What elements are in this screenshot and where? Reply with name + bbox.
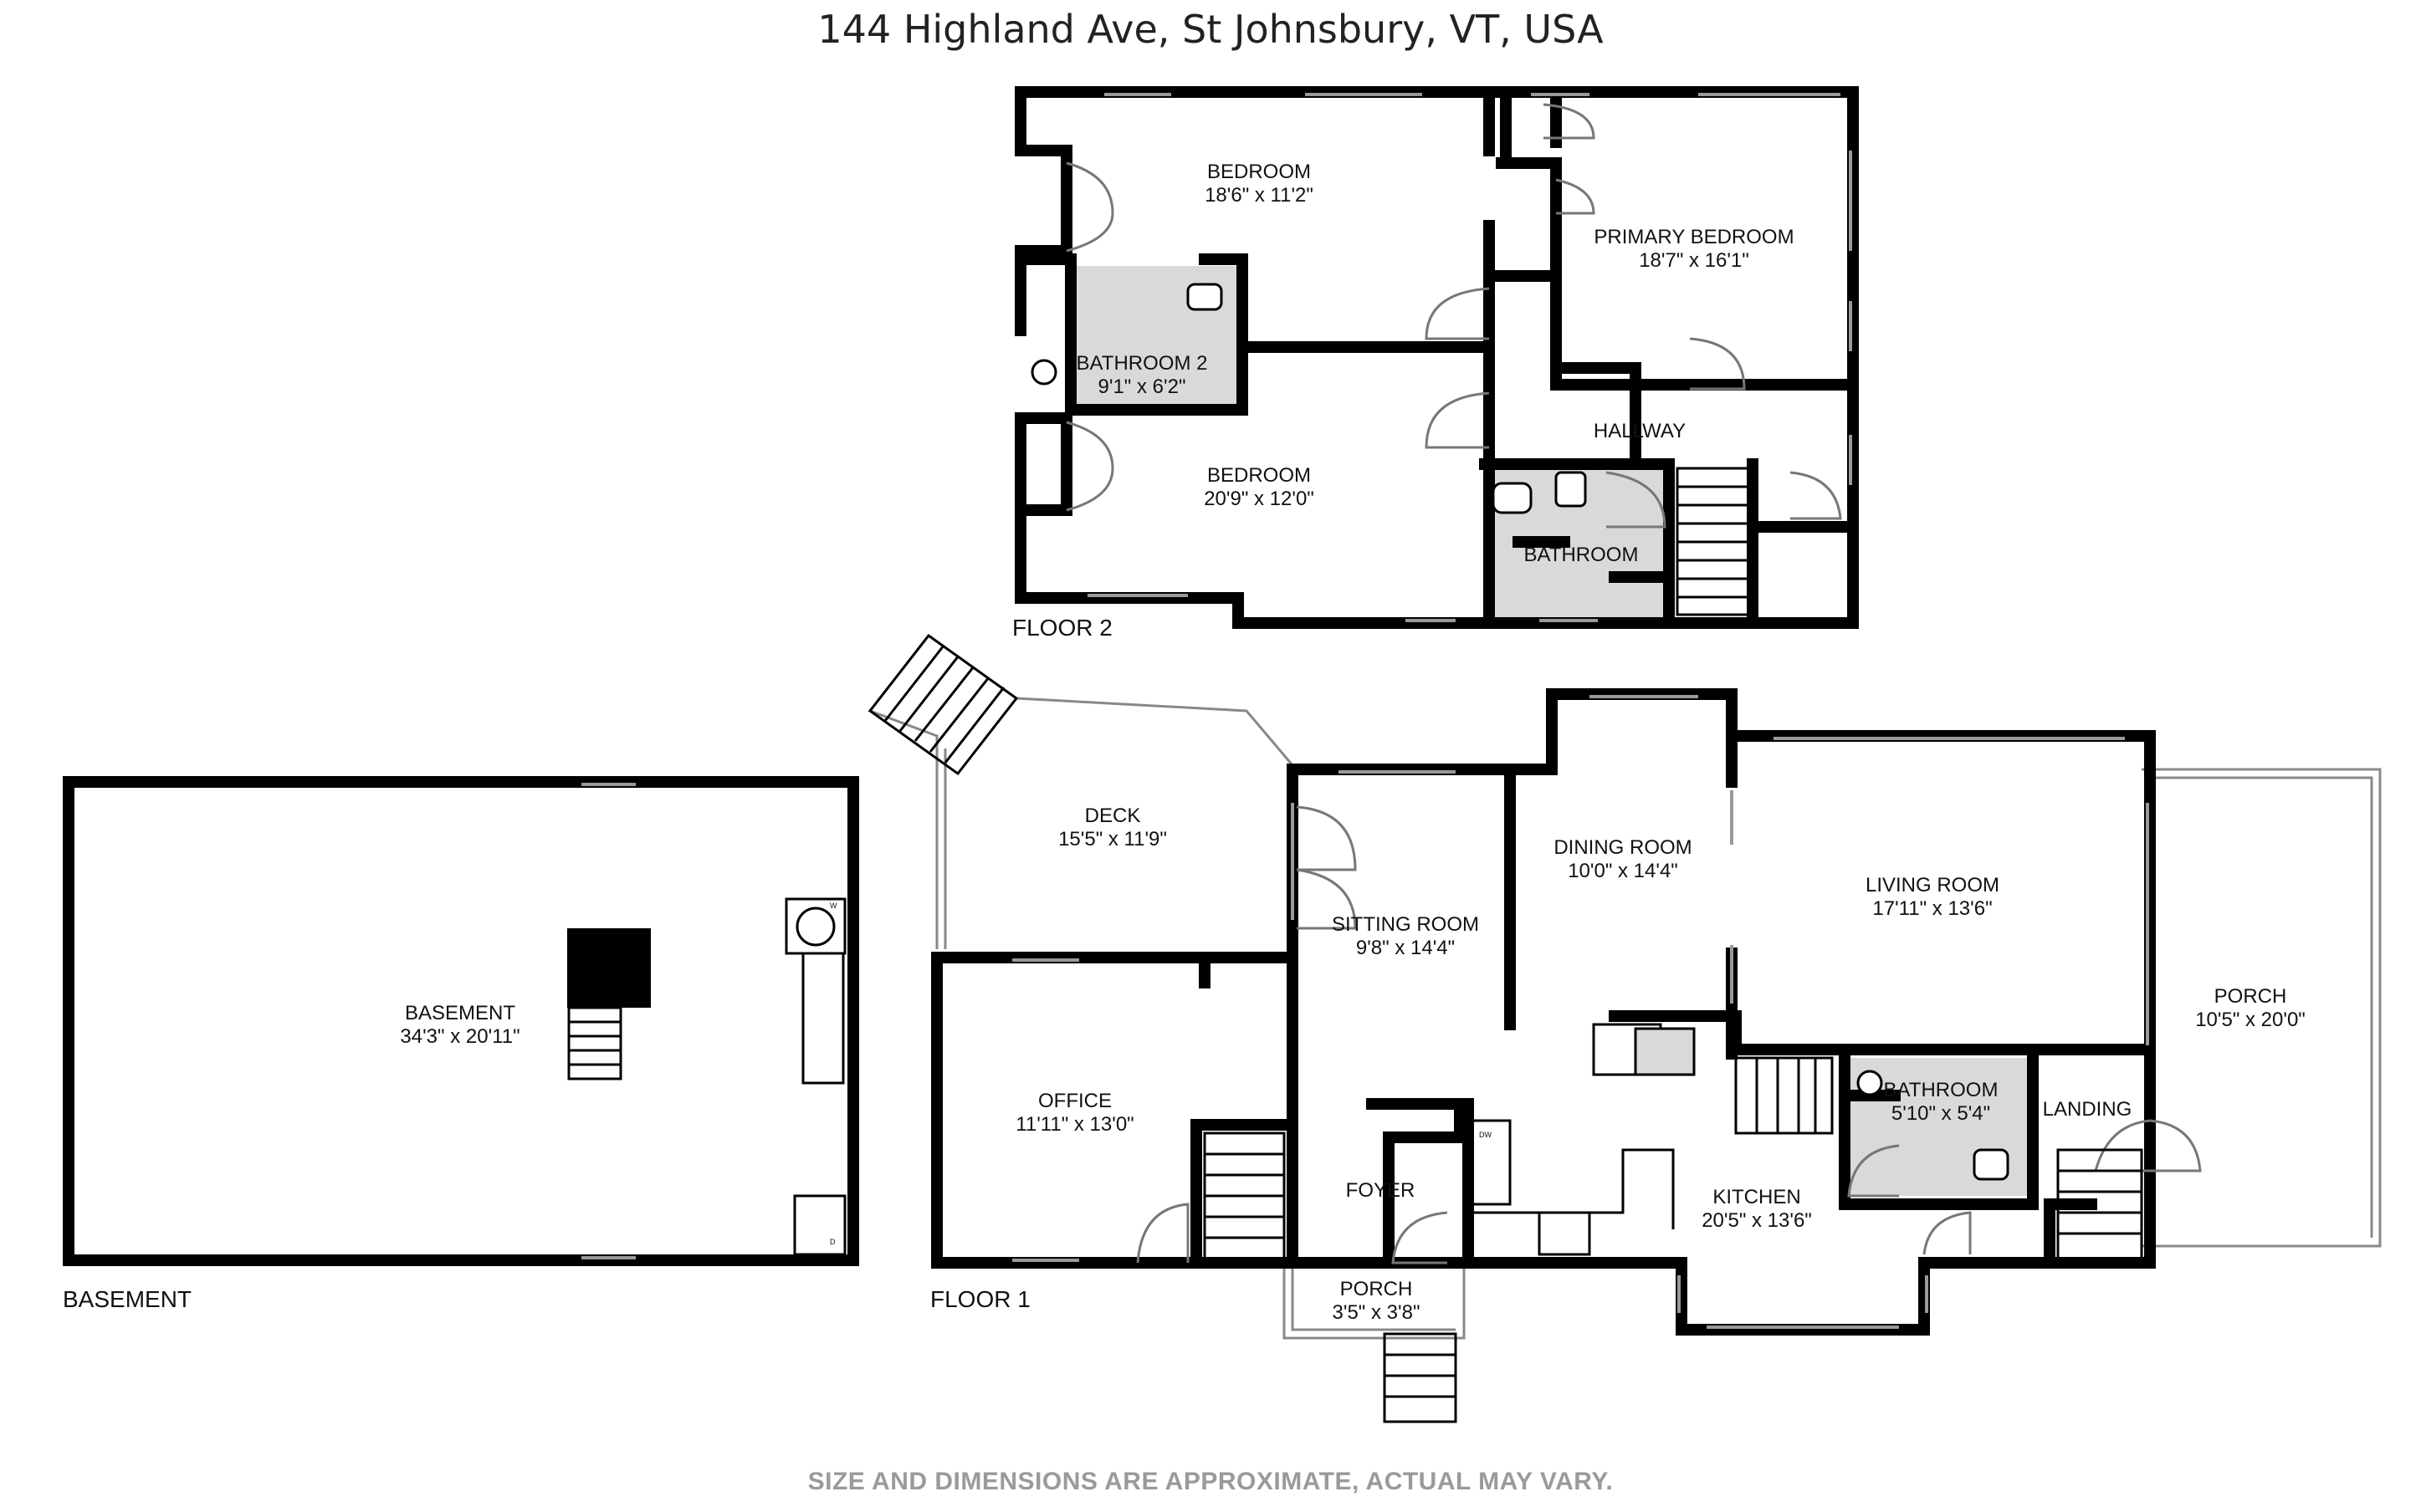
room-name: DINING ROOM xyxy=(1553,836,1692,859)
room-name: OFFICE xyxy=(1038,1090,1112,1112)
room-size: 17'11" x 13'6" xyxy=(1872,897,1993,920)
floor-2-outer-wall xyxy=(1015,86,1859,629)
dryer-label: D xyxy=(830,1238,836,1246)
room-size: 11'11" x 13'0" xyxy=(1016,1113,1134,1136)
room-name: BEDROOM xyxy=(1206,161,1311,183)
room-name: BASEMENT xyxy=(404,1002,516,1024)
basement-outer-wall xyxy=(63,776,859,1266)
room-label-landing: LANDING xyxy=(2041,1098,2133,1121)
room-size: 18'7" x 16'1" xyxy=(1639,249,1749,272)
dishwasher-label: DW xyxy=(1479,1131,1492,1139)
room-size: 10'5" x 20'0" xyxy=(2195,1009,2306,1031)
room-name: BEDROOM xyxy=(1206,464,1311,487)
room-size: 20'9" x 12'0" xyxy=(1204,488,1314,510)
room-label-porch-side: PORCH 10'5" x 20'0" xyxy=(2167,985,2334,1032)
room-label-deck: DECK 15'5" x 11'9" xyxy=(1029,805,1196,851)
page-title: 144 Highland Ave, St Johnsbury, VT, USA xyxy=(817,7,1604,52)
room-name: LIVING ROOM xyxy=(1865,874,2000,896)
basement-chimney xyxy=(567,928,651,1008)
basement-plan xyxy=(63,776,859,1266)
room-size: 20'5" x 13'6" xyxy=(1702,1209,1812,1232)
room-name: DECK xyxy=(1084,805,1141,827)
room-label-bedroom-b: BEDROOM 20'9" x 12'0" xyxy=(1175,464,1343,511)
room-name: BATHROOM xyxy=(1523,544,1639,566)
room-name: PORCH xyxy=(2214,985,2287,1008)
room-size: 10'0" x 14'4" xyxy=(1568,860,1678,882)
room-size: 18'6" x 11'2" xyxy=(1205,184,1313,207)
room-label-dining-room: DINING ROOM 10'0" x 14'4" xyxy=(1539,836,1707,883)
disclaimer-footer: SIZE AND DIMENSIONS ARE APPROXIMATE, ACT… xyxy=(807,1468,1614,1495)
floor-2-plan xyxy=(1015,86,1859,629)
room-name: KITCHEN xyxy=(1712,1186,1801,1208)
washer-label: W xyxy=(830,902,837,910)
floor-1-outer-wall xyxy=(931,688,2156,1336)
room-name: BATHROOM 2 xyxy=(1076,352,1208,375)
room-label-hallway: HALLWAY xyxy=(1589,420,1690,443)
room-name: SITTING ROOM xyxy=(1332,913,1479,936)
room-name: FOYER xyxy=(1345,1179,1415,1202)
floor-label-basement: BASEMENT xyxy=(63,1286,192,1312)
room-size: 15'5" x 11'9" xyxy=(1058,828,1167,850)
room-label-kitchen: KITCHEN 20'5" x 13'6" xyxy=(1673,1186,1840,1233)
floor-label-1: FLOOR 1 xyxy=(930,1286,1031,1312)
room-label-bathroom-2: BATHROOM 2 9'1" x 6'2" xyxy=(1067,352,1217,399)
room-size: 5'10" x 5'4" xyxy=(1891,1102,1991,1125)
floor-1-plan xyxy=(868,633,2382,1423)
room-label-bathroom-1st-floor: BATHROOM 5'10" x 5'4" xyxy=(1866,1079,2016,1126)
room-label-sitting-room: SITTING ROOM 9'8" x 14'4" xyxy=(1322,913,1489,960)
room-label-primary-bedroom: PRIMARY BEDROOM 18'7" x 16'1" xyxy=(1585,226,1803,273)
room-size: 9'8" x 14'4" xyxy=(1355,937,1456,959)
room-label-foyer: FOYER xyxy=(1338,1179,1422,1203)
room-label-bedroom-a: BEDROOM 18'6" x 11'2" xyxy=(1175,161,1343,207)
room-size: 34'3" x 20'11" xyxy=(400,1025,520,1048)
room-size: 3'5" x 3'8" xyxy=(1332,1301,1420,1324)
room-name: HALLWAY xyxy=(1593,420,1687,442)
floor-label-2: FLOOR 2 xyxy=(1012,615,1113,641)
room-label-porch-front: PORCH 3'5" x 3'8" xyxy=(1309,1278,1443,1325)
room-name: PORCH xyxy=(1339,1278,1413,1300)
room-name: LANDING xyxy=(2042,1098,2132,1121)
room-size: 9'1" x 6'2" xyxy=(1098,375,1186,398)
room-name: PRIMARY BEDROOM xyxy=(1594,226,1794,248)
room-label-office: OFFICE 11'11" x 13'0" xyxy=(991,1090,1159,1137)
room-label-living-room: LIVING ROOM 17'11" x 13'6" xyxy=(1849,874,2016,921)
room-label-bathroom-2nd-floor: BATHROOM xyxy=(1518,544,1644,567)
room-name: BATHROOM xyxy=(1883,1079,1999,1101)
room-label-basement: BASEMENT 34'3" x 20'11" xyxy=(376,1002,544,1049)
